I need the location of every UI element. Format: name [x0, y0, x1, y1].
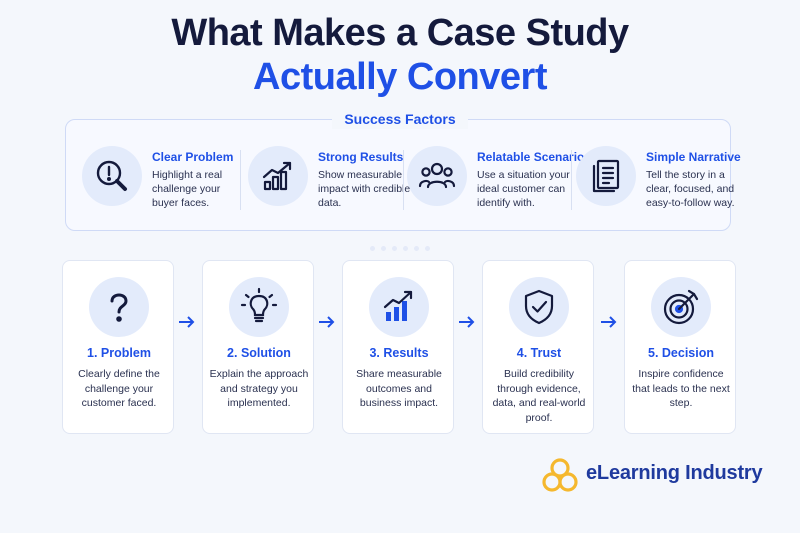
- factor-description: Highlight a real challenge your buyer fa…: [152, 169, 223, 209]
- page-title-line-1: What Makes a Case Study: [171, 12, 629, 54]
- arrow-right-icon: [601, 316, 617, 328]
- brand-name: eLearning Industry: [586, 462, 763, 484]
- success-factors-heading: Success Factors: [0, 109, 800, 129]
- step-title: 2. Solution: [227, 346, 291, 360]
- magnifier-exclamation-icon: [82, 146, 142, 206]
- question-mark-icon: [89, 277, 149, 337]
- document-icon: [576, 146, 636, 206]
- arrow-right-icon: [319, 316, 335, 328]
- factor-strong-results: Strong Results Show measurable impact wi…: [248, 146, 410, 216]
- shield-check-icon: [509, 277, 569, 337]
- factor-title: Clear Problem: [152, 150, 234, 164]
- factor-description: Tell the story in a clear, focused, and …: [646, 169, 735, 209]
- success-factors-heading-text: Success Factors: [332, 109, 468, 129]
- arrow-right-icon: [179, 316, 195, 328]
- factor-divider: [240, 150, 241, 210]
- factor-title: Relatable Scenario: [477, 150, 585, 164]
- factor-description: Show measurable impact with credible dat…: [318, 169, 411, 209]
- step-description: Build credibility through evidence, data…: [492, 368, 586, 424]
- factor-title: Simple Narrative: [646, 150, 741, 164]
- step-title: 5. Decision: [648, 346, 714, 360]
- factor-clear-problem: Clear Problem Highlight a real challenge…: [82, 146, 242, 216]
- factor-description: Use a situation your ideal customer can …: [477, 169, 570, 209]
- brand-logo-icon: [542, 458, 578, 492]
- step-card-decision: 5. Decision Inspire confidence that lead…: [624, 260, 736, 434]
- step-card-results: 3. Results Share measurable outcomes and…: [342, 260, 454, 434]
- step-title: 3. Results: [369, 346, 429, 360]
- step-description: Explain the approach and strategy you im…: [209, 368, 309, 409]
- factor-divider: [571, 150, 572, 210]
- growth-chart-icon: [369, 277, 429, 337]
- factor-title: Strong Results: [318, 150, 404, 164]
- target-icon: [651, 277, 711, 337]
- factor-simple-narrative: Simple Narrative Tell the story in a cle…: [576, 146, 741, 216]
- arrow-right-icon: [459, 316, 475, 328]
- step-title: 4. Trust: [516, 346, 562, 360]
- decorative-dots: [368, 246, 432, 252]
- factor-relatable-scenario: Relatable Scenario Use a situation your …: [407, 146, 584, 216]
- step-card-problem: 1. Problem Clearly define the challenge …: [62, 260, 174, 434]
- lightbulb-icon: [229, 277, 289, 337]
- step-description: Inspire confidence that leads to the nex…: [632, 368, 730, 409]
- factor-divider: [403, 150, 404, 210]
- people-group-icon: [407, 146, 467, 206]
- growth-chart-icon: [248, 146, 308, 206]
- page-title-line-2: Actually Convert: [253, 56, 547, 98]
- step-card-trust: 4. Trust Build credibility through evide…: [482, 260, 594, 434]
- brand-logo: eLearning Industry: [540, 456, 763, 496]
- step-description: Clearly define the challenge your custom…: [78, 368, 160, 409]
- step-description: Share measurable outcomes and business i…: [356, 368, 442, 409]
- step-card-solution: 2. Solution Explain the approach and str…: [202, 260, 314, 434]
- step-title: 1. Problem: [87, 346, 151, 360]
